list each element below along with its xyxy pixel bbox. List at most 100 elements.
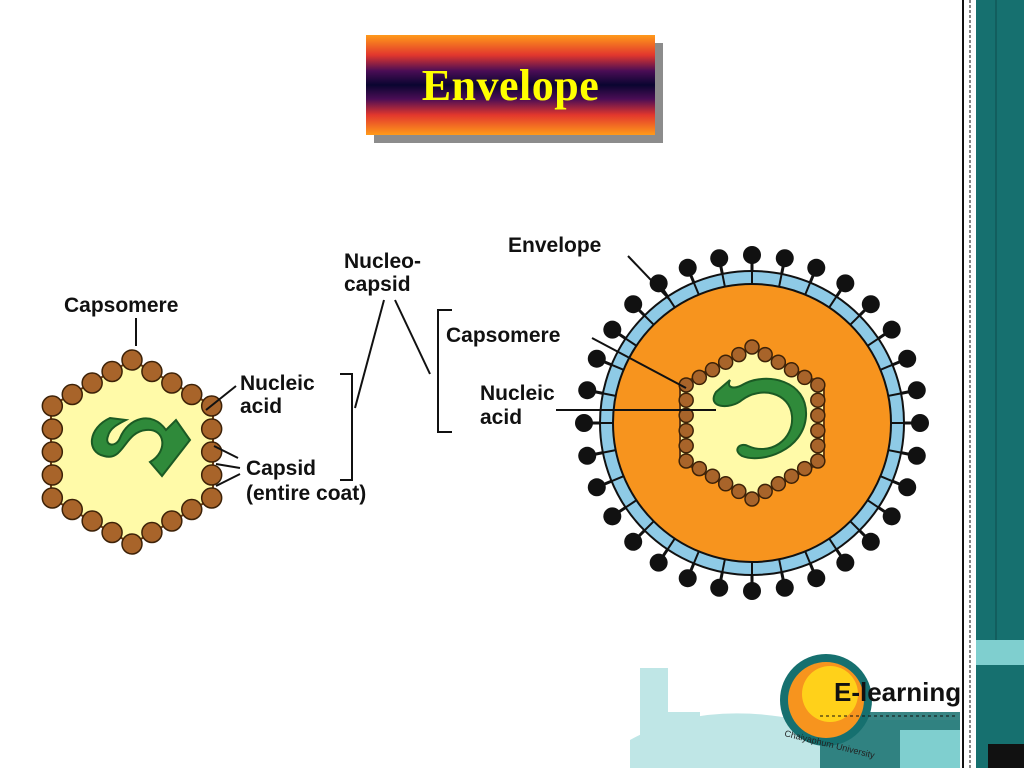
capsomere-bead	[200, 418, 223, 440]
capsomere-bead	[678, 407, 694, 424]
capsomere-bead	[744, 491, 760, 507]
spike-head	[649, 553, 668, 572]
envelope-tick	[643, 314, 655, 326]
capsomere-bead	[200, 464, 223, 486]
label-nucleic-left-2: acid	[240, 395, 282, 418]
capsomere-bead	[770, 354, 787, 370]
envelope-tick	[880, 475, 893, 483]
spike-head	[603, 320, 622, 339]
capsomere-bead	[81, 510, 103, 532]
capsomere-bead	[200, 487, 223, 509]
left-capsomeres	[41, 349, 223, 555]
envelope-tick	[643, 520, 655, 532]
label-capsid-2: (entire coat)	[246, 482, 366, 505]
spike-head	[710, 249, 729, 268]
envelope-tick	[625, 337, 637, 347]
capsomere-bead	[783, 468, 800, 484]
slide-title-banner: Envelope	[366, 35, 655, 135]
spike-head	[775, 249, 794, 268]
label-capsid-1: Capsid	[246, 457, 316, 480]
capsomere-bead	[704, 362, 721, 378]
right-virus	[575, 246, 929, 600]
spike-head	[907, 381, 926, 400]
slide-title: Envelope	[421, 60, 600, 110]
envelope-tick	[828, 296, 838, 308]
envelope-tick	[625, 499, 637, 509]
label-nucleic-right-2: acid	[480, 406, 522, 429]
capsomere-bead	[678, 453, 694, 469]
spike-head	[578, 446, 597, 465]
envelope-tick	[692, 282, 700, 295]
capsomere-bead	[81, 372, 103, 394]
left-nucleic-acid	[90, 416, 192, 478]
envelope-tick	[778, 559, 783, 573]
capsomere-bead	[121, 349, 143, 371]
spike-head	[861, 532, 880, 551]
capsomere-bead	[61, 498, 83, 521]
envelope-tick	[611, 475, 624, 483]
envelope-tick	[721, 273, 726, 287]
capsomere-bead	[41, 395, 64, 417]
capsomere-bead	[770, 476, 787, 492]
capsomere-bead	[796, 369, 813, 386]
logo-text: E-learning	[834, 677, 961, 707]
right-nucleic-acid	[712, 377, 808, 460]
capsomere-bead	[810, 453, 826, 469]
spike-head	[861, 295, 880, 314]
label-nucleic-right-1: Nucleic	[480, 382, 555, 405]
labels: Capsomere Nucleic acid Capsid (entire co…	[64, 234, 601, 505]
capsomere-bead	[121, 533, 143, 555]
capsomere-bead	[101, 360, 123, 383]
capsomere-bead	[200, 441, 223, 463]
capsomere-bead	[731, 346, 747, 363]
capsomere-bead	[161, 372, 183, 394]
capsomere-bead	[141, 521, 163, 544]
envelope-tick	[778, 273, 783, 287]
capsomere-bead	[717, 476, 734, 492]
spike-head	[710, 578, 729, 597]
capsomere-bead	[796, 460, 813, 477]
left-virus	[41, 349, 223, 555]
envelope-tick	[867, 499, 879, 509]
envelope-tick	[721, 559, 726, 573]
right-capsomeres	[678, 339, 826, 507]
spike-head	[898, 349, 917, 368]
spike-head	[649, 274, 668, 293]
capsomere-bead	[810, 377, 826, 393]
label-nucleic-left-1: Nucleic	[240, 372, 315, 395]
capsomere-bead	[41, 487, 64, 509]
label-nucleocapsid-1: Nucleo-	[344, 250, 421, 273]
envelope-tick	[692, 551, 700, 564]
elearning-logo: E-learning Chaiyaphum University	[780, 654, 961, 760]
label-capsomere-right: Capsomere	[446, 324, 560, 347]
spike-head	[587, 478, 606, 497]
spike-head	[603, 507, 622, 526]
capsomere-bead	[757, 483, 773, 500]
spike-head	[882, 507, 901, 526]
envelope-tick	[602, 392, 616, 397]
capsomere-bead	[783, 362, 800, 378]
capsomere-bead	[810, 422, 826, 439]
envelope-tick	[849, 314, 861, 326]
label-nucleocapsid-2: capsid	[344, 273, 411, 296]
spike-head	[836, 274, 855, 293]
capsomere-bead	[41, 418, 64, 440]
spike-head	[807, 258, 826, 277]
spike-head	[575, 414, 593, 432]
spike-head	[836, 553, 855, 572]
capsomere-bead	[691, 369, 708, 386]
spike-head	[807, 569, 826, 588]
capsomere-bead	[704, 468, 721, 484]
envelope-tick	[888, 392, 902, 397]
capsomere-bead	[678, 422, 694, 439]
envelope-tick	[828, 538, 838, 550]
envelope-tick	[804, 551, 812, 564]
spike-head	[678, 258, 697, 277]
leader-lines	[135, 255, 716, 487]
label-envelope: Envelope	[508, 234, 601, 257]
right-decoration	[958, 0, 1024, 768]
envelope-tick	[888, 449, 902, 454]
envelope-tick	[867, 337, 879, 347]
capsomere-bead	[810, 392, 826, 408]
